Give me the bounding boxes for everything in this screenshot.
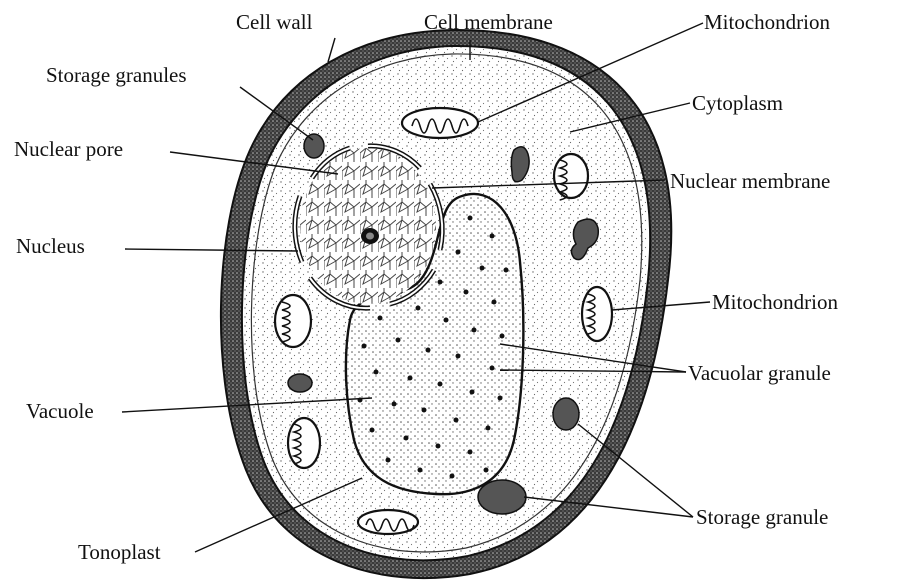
- label-nuclear-pore: Nuclear pore: [14, 137, 123, 161]
- label-storage-granule: Storage granule: [696, 505, 828, 529]
- label-vacuolar-granule: Vacuolar granule: [688, 361, 831, 385]
- label-mitochondrion-top: Mitochondrion: [704, 10, 830, 34]
- label-vacuole: Vacuole: [26, 399, 94, 423]
- mitochondrion-left: [275, 295, 311, 347]
- mitochondrion-upper-right: [554, 154, 588, 200]
- label-storage-granules: Storage granules: [46, 63, 187, 87]
- label-cytoplasm: Cytoplasm: [692, 91, 783, 115]
- label-nucleus: Nucleus: [16, 234, 85, 258]
- label-nuclear-membrane: Nuclear membrane: [670, 169, 830, 193]
- mitochondrion-right: [582, 287, 612, 341]
- label-cell-wall: Cell wall: [236, 10, 313, 34]
- mitochondrion-top: [402, 108, 478, 138]
- mitochondrion-lower-left: [288, 418, 320, 468]
- label-tonoplast: Tonoplast: [78, 540, 161, 564]
- label-cell-membrane: Cell membrane: [424, 10, 553, 34]
- label-mitochondrion-right: Mitochondrion: [712, 290, 838, 314]
- mitochondrion-bottom: [358, 510, 418, 534]
